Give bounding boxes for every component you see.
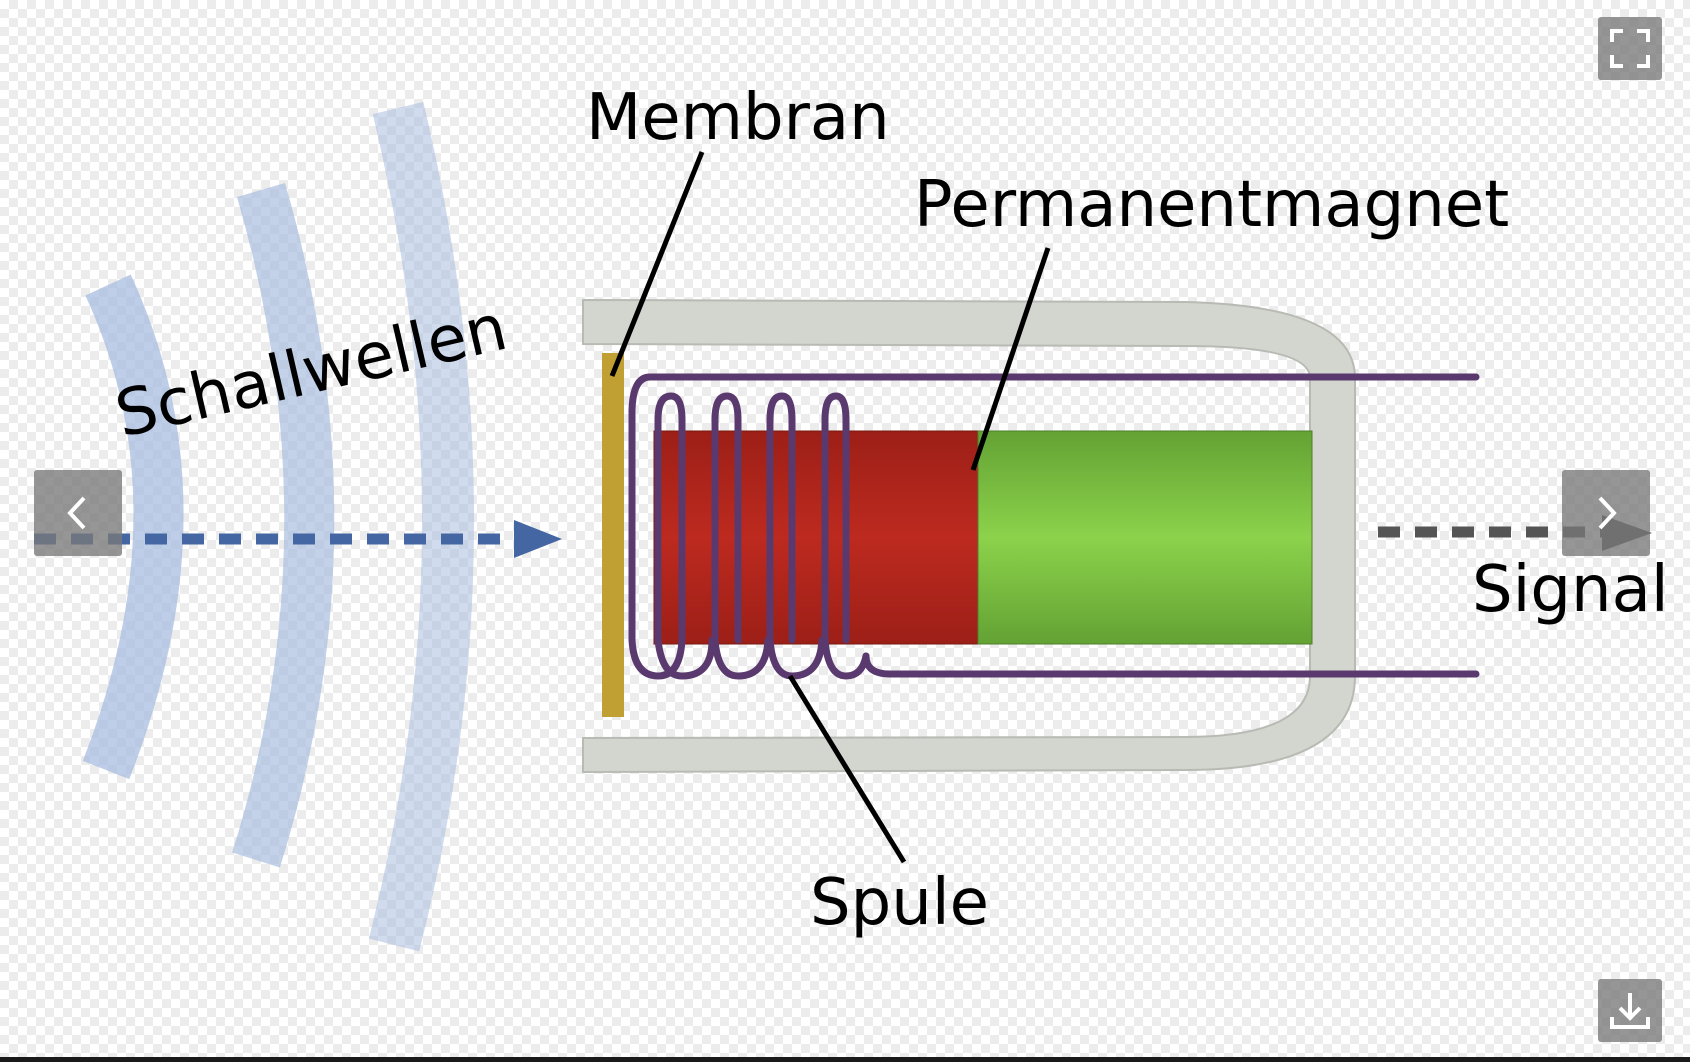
membrane <box>602 353 624 717</box>
chevron-left-icon <box>67 496 86 530</box>
magnet-green-pole <box>977 430 1313 645</box>
membrane-leader-line <box>609 151 705 377</box>
download-button[interactable] <box>1598 979 1662 1042</box>
sound-wave-1 <box>82 274 184 780</box>
coil-leader-line <box>787 674 907 864</box>
coil <box>628 373 1480 680</box>
sound-wave-2 <box>232 183 335 868</box>
magnet-housing <box>582 298 1356 774</box>
next-image-button[interactable] <box>1562 470 1650 556</box>
previous-image-button[interactable] <box>34 470 122 556</box>
signal-label: Signal <box>1472 553 1669 627</box>
chevron-right-icon <box>1598 496 1617 530</box>
coil-turns <box>654 392 870 680</box>
magnet-red-pole <box>653 430 979 645</box>
magnet-label: Permanentmagnet <box>914 168 1509 242</box>
sound-waves <box>82 101 474 952</box>
coil-top-lead <box>628 373 1480 680</box>
coil-bottom-lead <box>862 652 1480 678</box>
fullscreen-button[interactable] <box>1598 17 1662 80</box>
sound-wave-3 <box>368 101 474 952</box>
fullscreen-icon <box>1610 29 1650 68</box>
magnet-leader-line <box>970 247 1051 471</box>
membrane-label: Membran <box>586 81 890 155</box>
coil-label: Spule <box>810 866 989 940</box>
download-icon <box>1610 993 1650 1029</box>
bottom-border <box>0 1057 1690 1062</box>
